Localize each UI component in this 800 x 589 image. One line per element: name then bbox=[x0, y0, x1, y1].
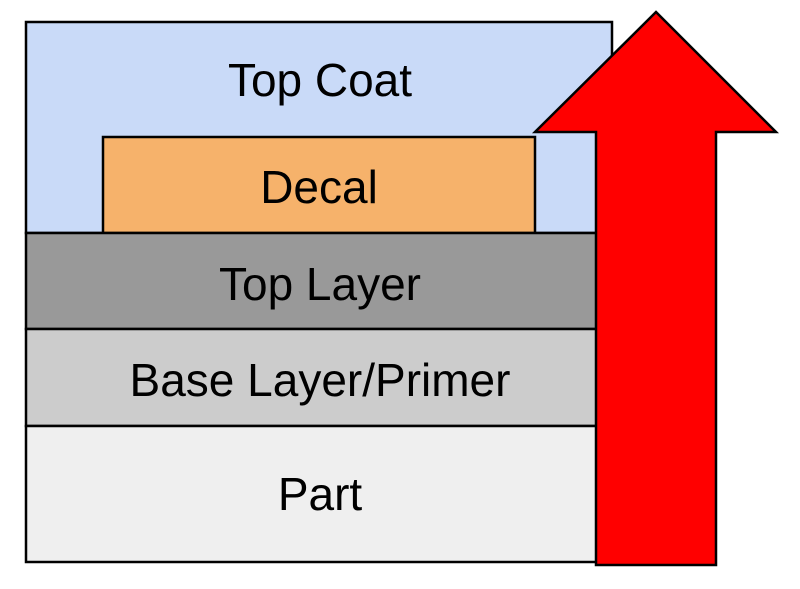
top-layer-label: Top Layer bbox=[219, 258, 421, 310]
top-coat-label: Top Coat bbox=[228, 54, 412, 106]
part-label: Part bbox=[278, 468, 363, 520]
decal-label: Decal bbox=[260, 161, 378, 213]
top-layer: Top Layer bbox=[24, 231, 599, 331]
decal-layer: Decal bbox=[101, 135, 537, 235]
base-layer: Base Layer/Primer bbox=[24, 327, 599, 428]
part-layer: Part bbox=[24, 424, 599, 564]
base-layer-label: Base Layer/Primer bbox=[130, 354, 511, 406]
up-arrow-icon bbox=[531, 10, 780, 567]
